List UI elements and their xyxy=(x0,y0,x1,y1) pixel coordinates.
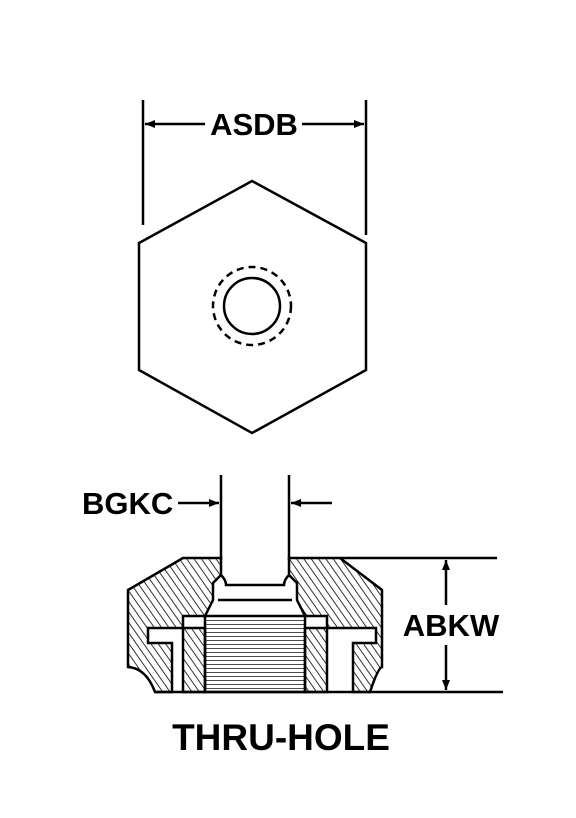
bgkc-label: BGKC xyxy=(82,486,173,521)
thread-wall-left xyxy=(181,626,207,694)
hex-outline xyxy=(137,179,368,435)
asdb-label: ASDB xyxy=(210,107,298,142)
thread-insert xyxy=(203,614,307,694)
caption-thru-hole: THRU-HOLE xyxy=(172,717,390,758)
thread-wall-right xyxy=(303,626,329,694)
hole-circle xyxy=(222,276,282,336)
bore-top xyxy=(220,574,290,587)
thread-circle-dashed xyxy=(211,265,293,347)
abkw-label: ABKW xyxy=(403,608,500,643)
section-view: BGKC ABKW xyxy=(82,475,503,694)
top-view: ASDB xyxy=(137,100,368,435)
